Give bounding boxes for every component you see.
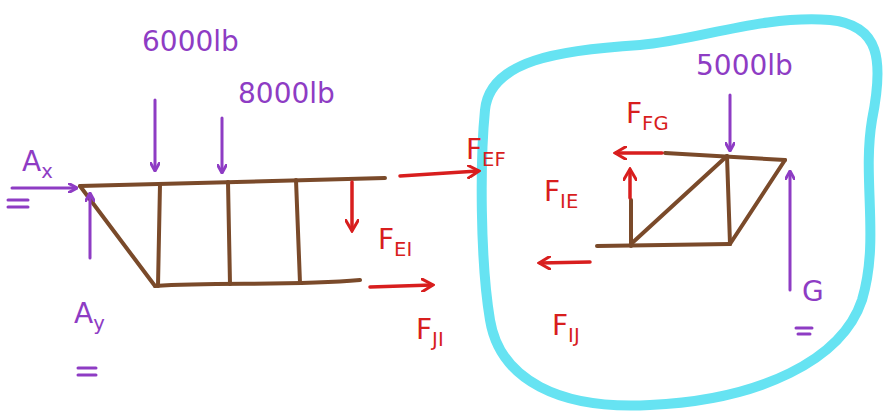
force-label: FEI — [378, 226, 412, 259]
support-label: G — [802, 278, 824, 306]
load-label: 8000lb — [238, 80, 335, 108]
force-label: FIJ — [552, 312, 580, 345]
force-label: FFG — [626, 100, 669, 133]
load-label: 5000lb — [696, 52, 793, 80]
reaction-label: Ax — [22, 148, 53, 181]
force-label: FEF — [466, 136, 506, 169]
reaction-label: Ay — [74, 300, 105, 333]
load-label: 6000lb — [142, 28, 239, 56]
force-label: FJI — [416, 316, 444, 349]
force-label: FIE — [544, 178, 578, 211]
